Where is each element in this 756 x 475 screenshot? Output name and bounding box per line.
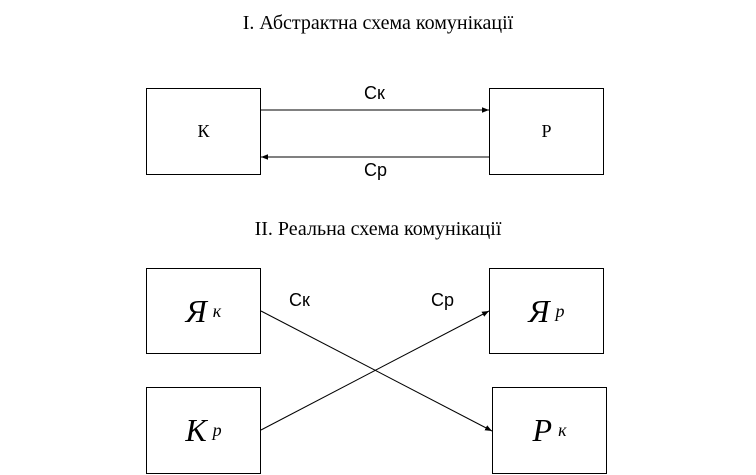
box-ya-k-main: Я [185, 292, 207, 329]
box-k-r-sup: р [212, 420, 222, 440]
box-ya-k-sup: к [212, 300, 222, 321]
label-ck-cross: Ск [289, 290, 310, 310]
label-ck-top: Ск [364, 83, 385, 103]
box-k-r-main: К [185, 412, 207, 448]
box-p-k-sup: к [558, 420, 567, 440]
section2-title: II. Реальна схема комунікації [254, 218, 502, 240]
label-cr-bottom: Ср [364, 160, 388, 180]
box-p-k-main: Р [532, 412, 553, 448]
arrow-yk-to-pk [260, 310, 493, 432]
arrow-kr-to-yr [260, 310, 490, 431]
label-cr-cross: Ср [431, 290, 455, 310]
box-r: Р [489, 88, 604, 175]
box-ya-r-sup: р [555, 300, 565, 321]
box-k-label: К [197, 121, 210, 141]
box-k: К [146, 88, 261, 175]
box-r-label: Р [541, 121, 552, 141]
section1-title: I. Абстрактна схема комунікації [242, 12, 514, 34]
box-ya-r-main: Я [528, 292, 550, 329]
